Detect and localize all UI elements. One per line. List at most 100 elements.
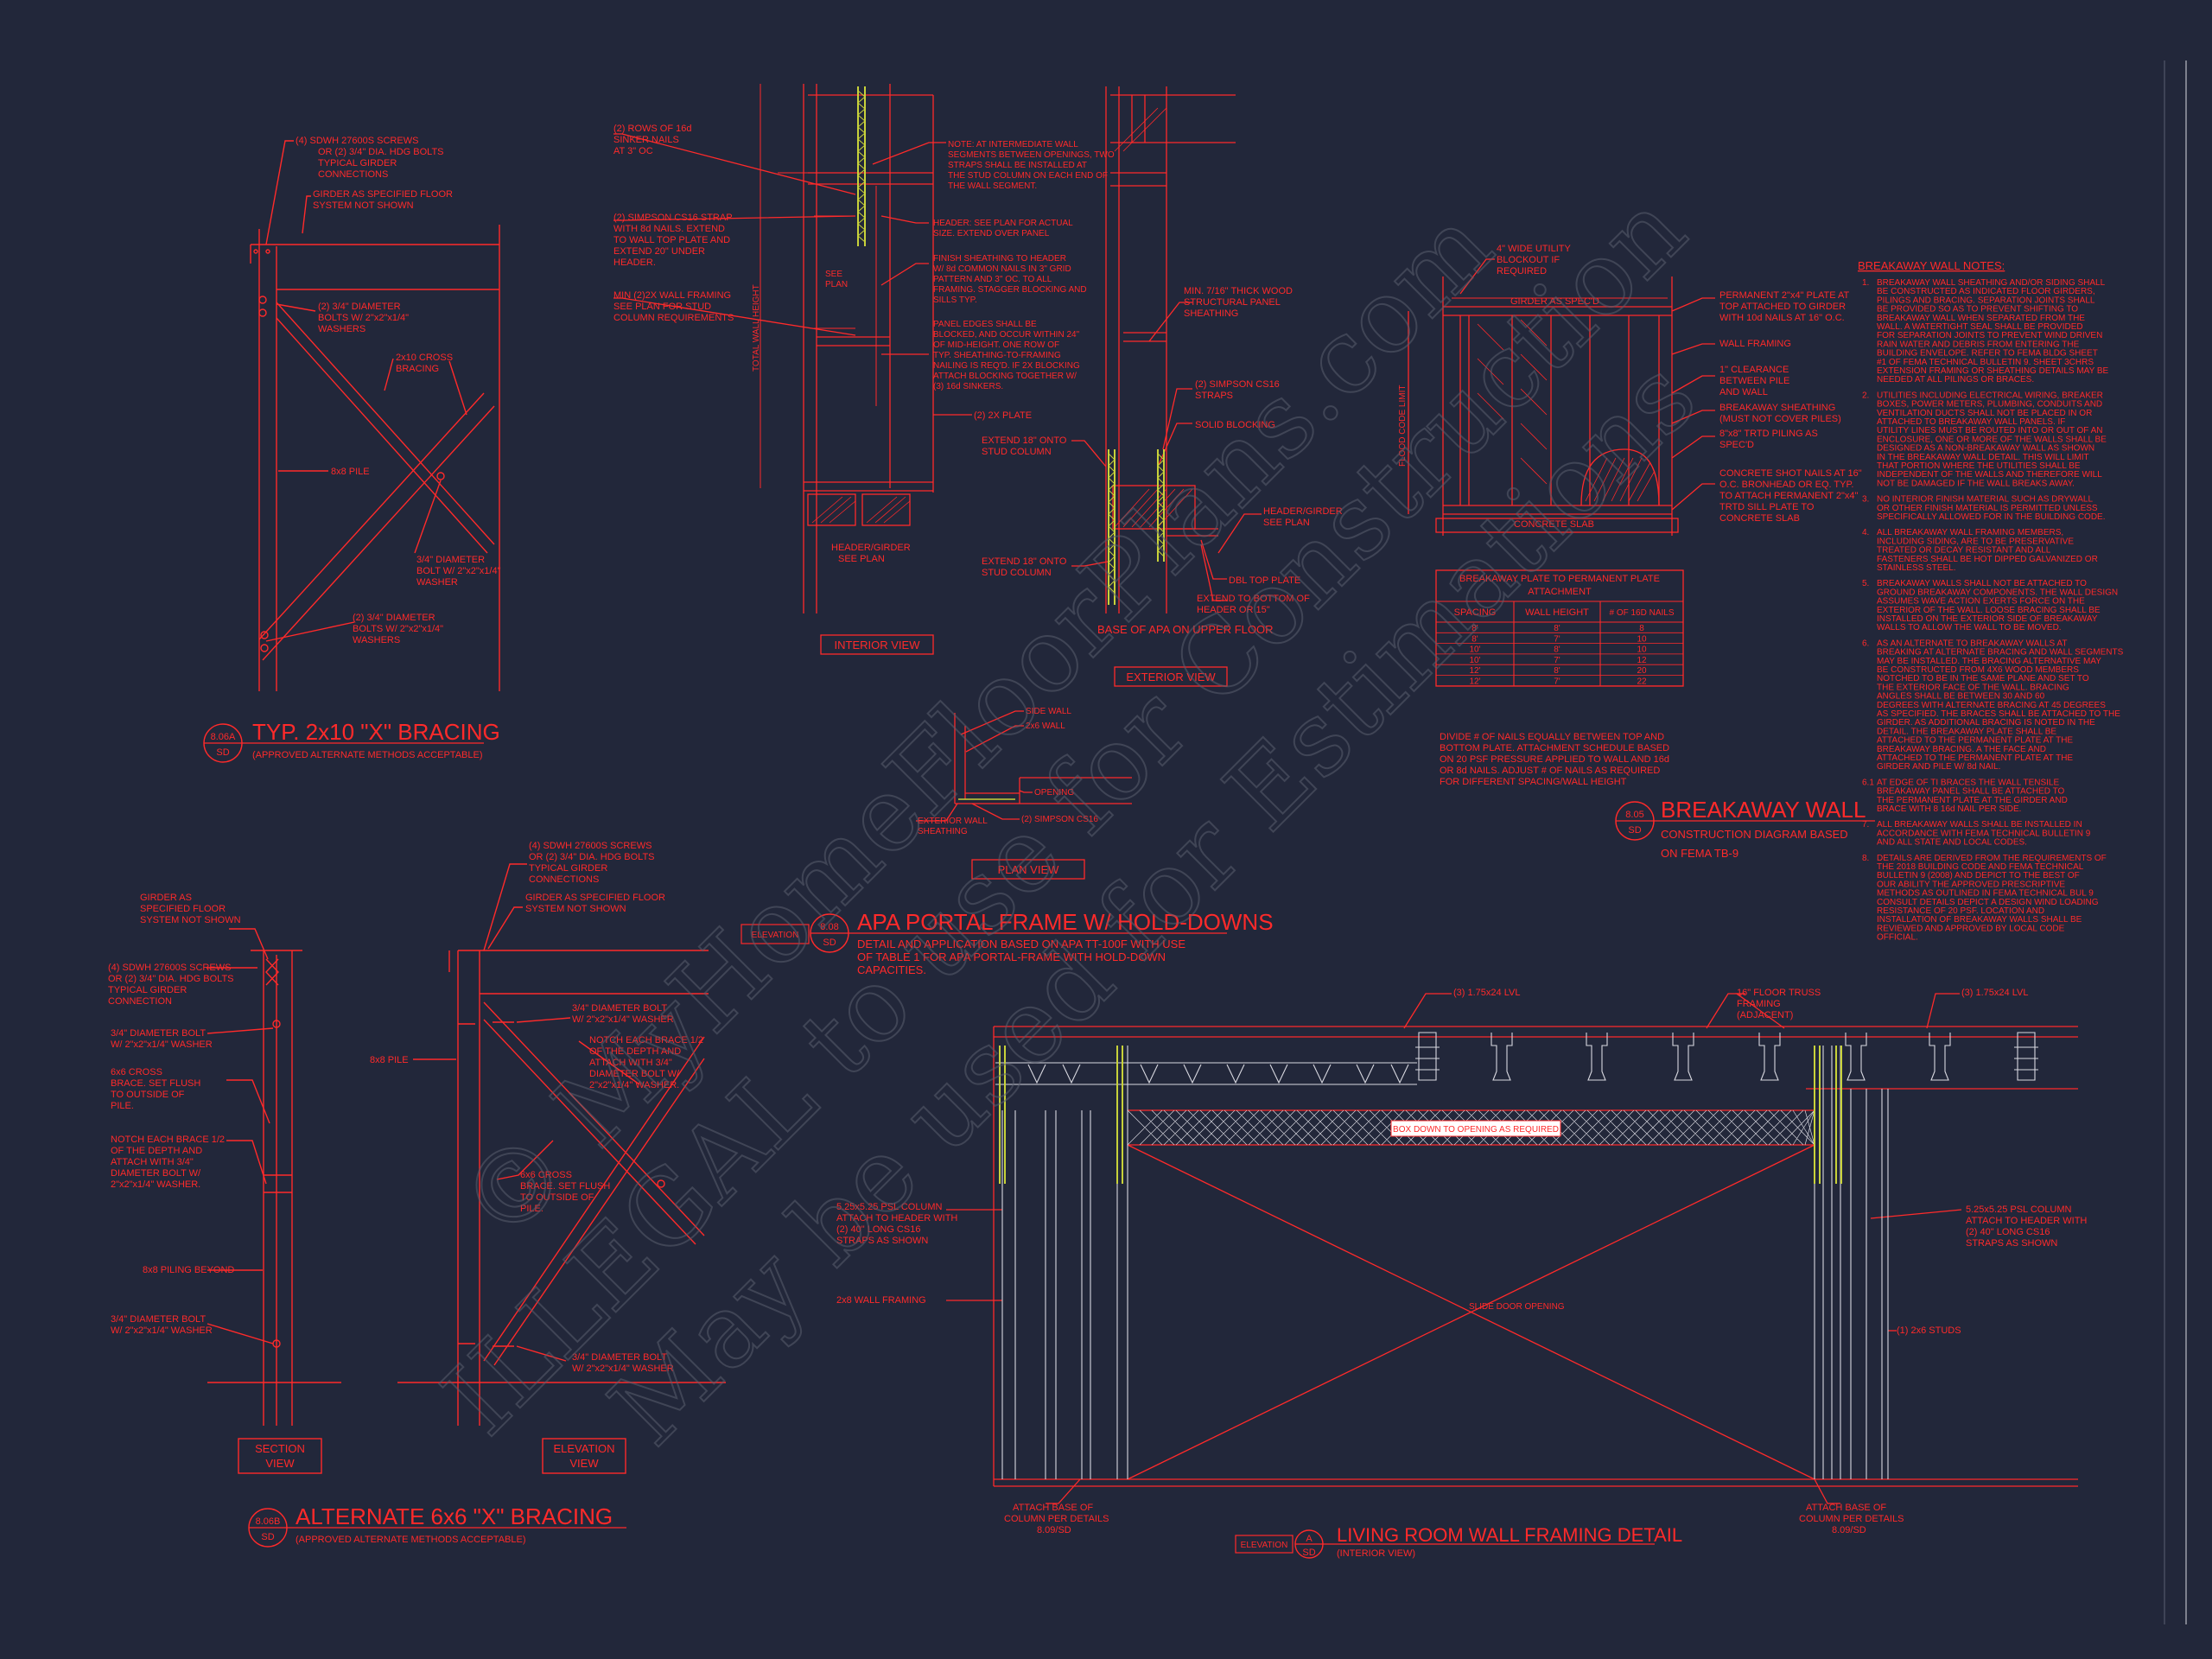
note: (2) 40" LONG CS16 [1966,1227,2050,1237]
note: OR (2) 3/4" DIA. HDG BOLTS [318,147,444,157]
note: PLAN [825,280,848,289]
detail-number: 8.05 [1625,810,1643,820]
note-line: GIRDER AND PILE W/ 8d NAIL. [1877,762,2000,772]
note: (2) 3/4" DIAMETER [318,302,401,312]
note-line: OR OTHER FINISH MATERIAL IS PERMITTED UN… [1877,504,2098,513]
note: PANEL EDGES SHALL BE [933,320,1037,329]
note: 3/4" DIAMETER BOLT [572,1352,667,1363]
detail-description: CAPACITIES. [857,963,926,976]
detail-title: APA PORTAL FRAME W/ HOLD-DOWNS [857,909,1274,935]
note-line: RAIN WATER AND DEBRIS FROM ENTERING THE [1877,340,2080,349]
note: ATTACH WITH 3/4" [111,1157,194,1167]
detail-description: OF TABLE 1 FOR APA PORTAL-FRAME WITH HOL… [857,950,1166,963]
table-cell: 7' [1554,656,1560,665]
sheet-ref: SD [261,1532,274,1542]
portal-frame-exterior-view [1071,86,1262,687]
note: NOTCH EACH BRACE 1/2 [111,1135,225,1145]
plan-view-label: PLAN VIEW [998,863,1060,876]
note: SPEC'D [1719,440,1754,450]
note-line: ATTACHED TO THE PERMANENT PLATE AT THE [1877,736,2073,746]
note: (3) 1.75x24 LVL [1961,988,2028,998]
living-room-framing-detail [946,993,2078,1504]
note: PILE. [111,1101,134,1111]
note-line: UTILITIES INCLUDING ELECTRICAL WIRING, B… [1877,391,2103,400]
note: HEADER OR 15" [1197,605,1270,615]
note-line: INDEPENDENT OF THE WALLS AND THEREFORE W… [1877,470,2102,480]
note-line: PILINGS AND BRACING. SEPARATION JOINTS S… [1877,296,2095,305]
note: HEADER: SEE PLAN FOR ACTUAL [933,219,1073,228]
note-line: BE PROVIDED SO AS TO PREVENT SHIFTING TO [1877,305,2078,315]
note: OR (2) 3/4" DIA. HDG BOLTS [529,852,655,862]
table-cell: 22 [1637,677,1647,687]
note: 6x6 CROSS [111,1067,162,1077]
note: SHEATHING [918,827,968,836]
note: 3/4" DIAMETER [416,555,485,565]
note: CONNECTION [108,996,172,1007]
note-number: 8. [1862,854,1869,863]
note: ATTACH BLOCKING TOGETHER W/ [933,372,1077,381]
table-note: BOTTOM PLATE. ATTACHMENT SCHEDULE BASED [1440,743,1669,753]
note-line: FASTENERS SHALL BE HOT DIPPED GALVANIZED… [1877,555,2098,564]
note-line: AT EDGE OF TI BRACES THE WALL TENSILE [1877,778,2059,787]
portal-frame-interior-straps [857,86,866,246]
note-line: MAY BE INSTALLED. THE BRACING ALTERNATIV… [1877,657,2101,666]
note: GIRDER AS SPEC'D [1510,296,1599,307]
note-number: 1. [1862,278,1869,288]
breakaway-wall-title-block: 8.05 SD BREAKAWAY WALL CONSTRUCTION DIAG… [1615,797,1875,860]
note: BOLT W/ 2"x2"x1/4" [416,566,501,576]
note: BRACE. SET FLUSH [520,1181,610,1192]
note: 2"x2"x1/4" WASHER. [589,1080,679,1090]
table-note: DIVIDE # OF NAILS EQUALLY BETWEEN TOP AN… [1440,732,1664,742]
portal-frame-exterior-notes: MIN. 7/16" THICK WOOD STRUCTURAL PANEL S… [982,286,1343,683]
note: W/ 2"x2"x1/4" WASHER [572,1014,674,1025]
notes-list: 1.BREAKAWAY WALL SHEATHING AND/OR SIDING… [1862,278,2124,943]
portal-frame-title-block: ELEVATION 8.08 SD APA PORTAL FRAME W/ HO… [741,909,1274,976]
note-line: STAINLESS STEEL. [1877,563,1956,573]
note-line: NEEDED AT ALL PILINGS OR BRACES. [1877,375,2034,385]
note: FRAMING. STAGGER BLOCKING AND [933,285,1087,295]
portal-frame-plan-view [916,710,1132,880]
table-title: BREAKAWAY PLATE TO PERMANENT PLATE [1459,574,1660,584]
note: STRAPS AS SHOWN [1966,1238,2057,1249]
note-line: ACCORDANCE WITH FEMA TECHNICAL BULLETIN … [1877,829,2091,838]
note: SILLS TYP. [933,296,977,305]
note: 5.25x5.25 PSL COLUMN [836,1202,943,1212]
floor-truss [1586,1033,1608,1081]
portal-frame-interior-hatch [811,496,911,524]
note: TYPICAL GIRDER [529,863,607,874]
note: 8x8 PILE [370,1055,409,1065]
portal-frame-interior-notes: (2) ROWS OF 16d SINKER NAILS AT 3" OC (2… [613,124,1115,652]
detail-subtitle: (INTERIOR VIEW) [1337,1548,1415,1559]
note: AT 3" OC [613,146,653,156]
table-note: ON 20 PSF PRESSURE APPLIED TO WALL AND 1… [1440,754,1669,765]
note-line: THAT PORTION WHERE THE UTILITIES SHALL B… [1877,461,2081,471]
note: NOTE: AT INTERMEDIATE WALL [948,140,1078,149]
elevation-view-label: ELEVATION [553,1442,614,1455]
note-line: DEGREES WITH ALTERNATE BRACING AT 45 DEG… [1877,701,2106,710]
breakaway-notes-block: BREAKAWAY WALL NOTES: 1.BREAKAWAY WALL S… [1858,259,2124,943]
detail-number: 8.08 [820,922,838,932]
floor-truss [1929,1033,1951,1081]
note-line: ATTACHED TO BREAKAWAY WALL PANELS. IF [1877,417,2065,427]
note: SLIDE DOOR OPENING [1469,1302,1565,1312]
note-line: BULLETIN 9 (2008) AND DEPICT TO THE BEST… [1877,871,2080,880]
note: 16" FLOOR TRUSS [1737,988,1821,998]
note: TO OUTSIDE OF [520,1192,594,1203]
note-line: #1 OF FEMA TECHNICAL BULLETIN 9. SHEET 3… [1877,358,2094,367]
note: BETWEEN PILE [1719,376,1789,386]
detail-subtitle: (APPROVED ALTERNATE METHODS ACCEPTABLE) [252,750,483,760]
table-note: OR 8d NAILS. ADJUST # OF NAILS AS REQUIR… [1440,766,1660,776]
note-line: CONSULT DETAILS DEPICT A DESIGN WIND LOA… [1877,898,2099,907]
note: 3/4" DIAMETER BOLT [111,1314,206,1325]
note: (2) SIMPSON CS16 STRAP [613,213,733,223]
dimension-label: TOTAL WALL HEIGHT [752,284,761,372]
note: WITH 10d NAILS AT 16" O.C. [1719,313,1845,323]
sheet-ref: SD [823,938,836,948]
note-line: BE CONSTRUCTED FROM 4X6 WOOD MEMBERS [1877,665,2079,675]
note: (4) SDWH 27600S SCREWS [296,136,418,146]
note-line: INSTALLED ON THE EXTERIOR SIDE OF BREAKA… [1877,614,2098,624]
note-line: WALL. A WATERTIGHT SEAL SHALL BE PROVIDE… [1877,322,2083,332]
elevation-tag: ELEVATION [752,931,799,940]
note: NOTCH EACH BRACE 1/2 [589,1035,703,1046]
note-line: BRACE WITH 8 16d NAIL PER SIDE. [1877,804,2021,814]
